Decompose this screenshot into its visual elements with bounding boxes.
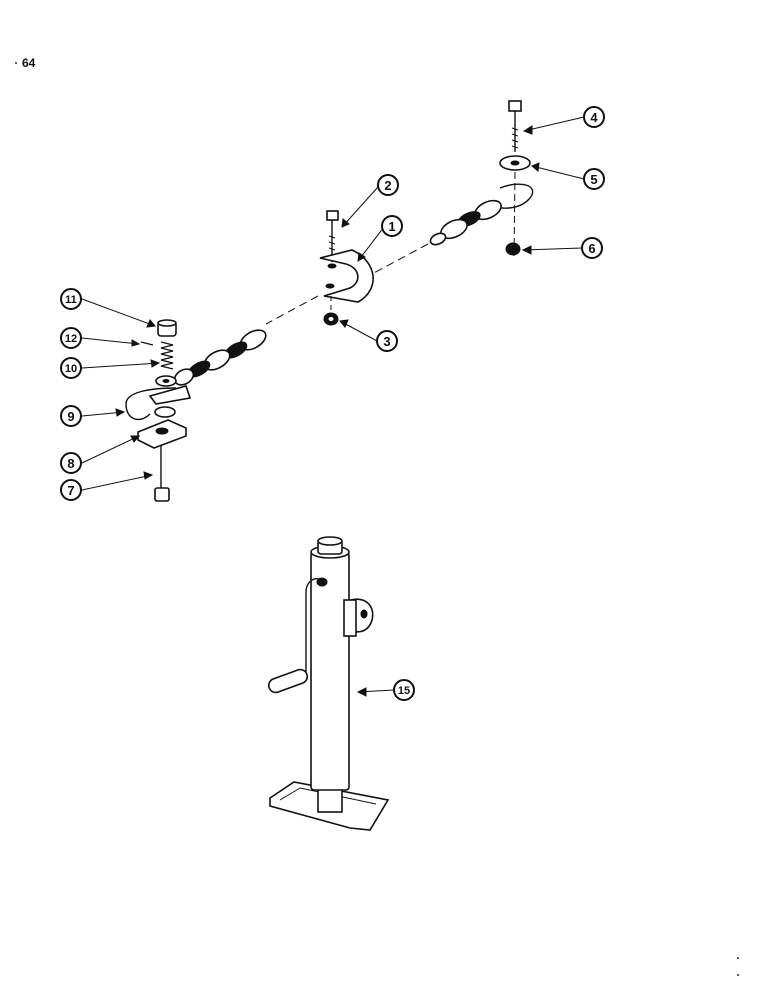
callout-2-label: 2: [384, 178, 391, 193]
callout-9: 9: [60, 405, 82, 427]
chain-centerline-left: [265, 295, 319, 325]
callout-1-label: 1: [388, 219, 395, 234]
washer-10: [155, 375, 177, 387]
hook-9: [125, 385, 192, 421]
leader-lines: [81, 116, 585, 693]
pin-12: [140, 341, 154, 346]
cap-11: [157, 319, 177, 337]
plate-8: [137, 419, 187, 449]
chain-left: [173, 329, 267, 386]
callout-4-label: 4: [590, 110, 598, 125]
bracket-1: [319, 249, 374, 303]
spring-10: [160, 341, 174, 370]
callout-7: 7: [60, 479, 82, 501]
callout-10-label: 10: [65, 363, 77, 375]
axis-line-right: [513, 171, 516, 261]
nut-6: [505, 242, 521, 256]
callout-10: 10: [60, 357, 82, 379]
page-number: 64: [22, 56, 36, 70]
callout-4: 4: [583, 106, 605, 128]
callout-3-label: 3: [383, 334, 390, 349]
callout-6: 6: [581, 237, 603, 259]
callout-9-label: 9: [67, 409, 74, 424]
callout-12-label: 12: [65, 333, 77, 345]
callout-5: 5: [583, 168, 605, 190]
callout-8-label: 8: [67, 456, 74, 471]
bolt-4: [508, 100, 522, 152]
callout-3: 3: [376, 330, 398, 352]
scan-specks: [15, 62, 739, 976]
callout-5-label: 5: [590, 172, 597, 187]
callout-7-label: 7: [67, 483, 74, 498]
chain-right: [429, 183, 534, 246]
callout-1: 1: [381, 215, 403, 237]
bolt-7: [154, 446, 170, 502]
callout-12: 12: [60, 327, 82, 349]
leader-arrowheads: [115, 125, 540, 697]
callout-15-label: 15: [398, 685, 410, 697]
callout-8: 8: [60, 452, 82, 474]
chain-centerline-right: [369, 243, 429, 276]
jack-15: [267, 536, 390, 831]
callout-2: 2: [377, 174, 399, 196]
callout-6-label: 6: [588, 241, 595, 256]
nut-3: [323, 312, 339, 326]
callout-11: 11: [60, 288, 82, 310]
washer-5: [499, 155, 531, 171]
callout-15: 15: [393, 679, 415, 701]
washer-9: [154, 406, 176, 418]
callout-11-label: 11: [65, 294, 77, 306]
